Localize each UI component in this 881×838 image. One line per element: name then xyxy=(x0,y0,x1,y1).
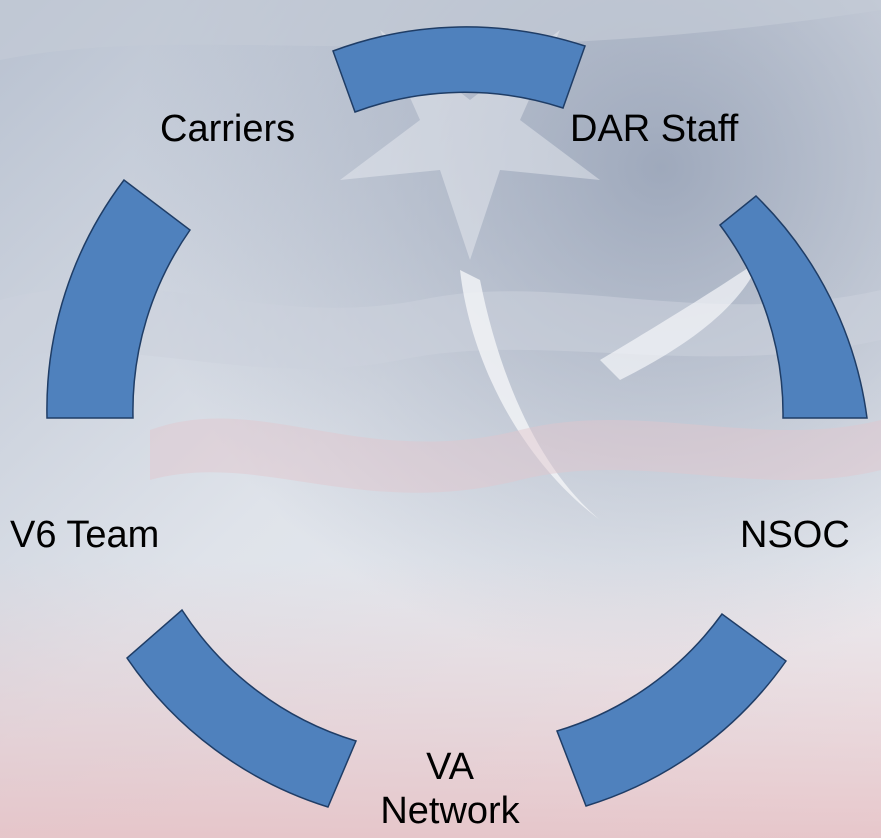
cycle-segment-4 xyxy=(126,608,358,808)
cycle-segment-1 xyxy=(332,26,586,113)
node-label-nsoc: NSOC xyxy=(740,514,850,556)
cycle-segment-5 xyxy=(46,178,192,419)
node-label-dar-staff: DAR Staff xyxy=(570,108,739,150)
cycle-segment-3 xyxy=(556,612,788,807)
node-label-v6-team: V6 Team xyxy=(10,514,160,556)
node-label-va-network: VA Network xyxy=(380,746,520,832)
node-label-carriers: Carriers xyxy=(160,108,296,150)
cycle-segment-2 xyxy=(718,194,868,419)
